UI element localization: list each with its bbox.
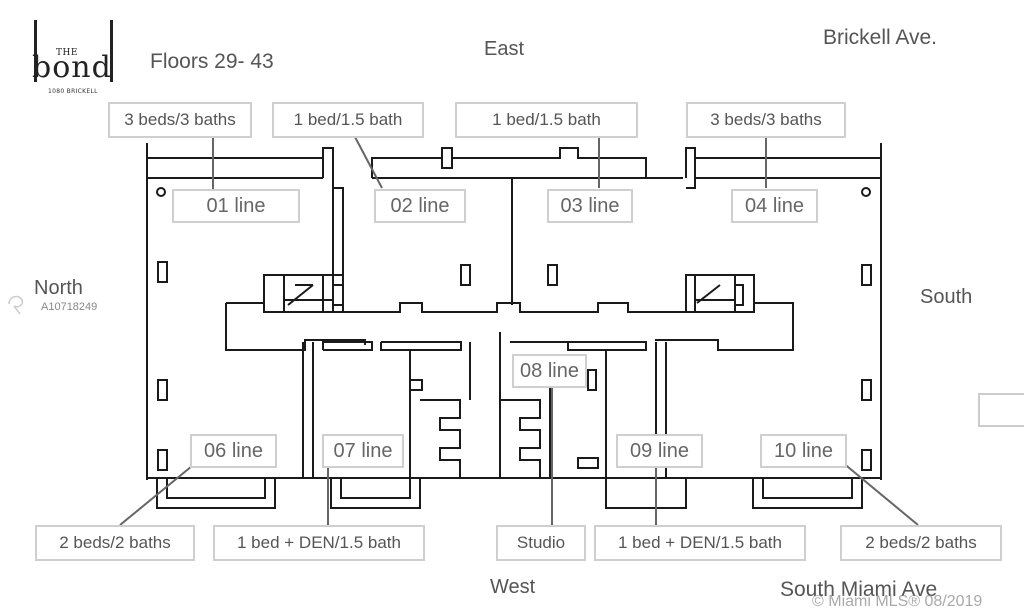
logo-address: 1080 BRICKELL	[48, 88, 98, 95]
logo-bar-left	[34, 20, 37, 82]
direction-west: West	[490, 576, 536, 598]
unit-type-01: 3 beds/3 baths	[108, 102, 252, 138]
unit-type-09: 1 bed + DEN/1.5 bath	[594, 525, 806, 561]
unit-line-09: 09 line	[616, 434, 703, 468]
unit-line-10: 10 line	[760, 434, 847, 468]
unit-type-04: 3 beds/3 baths	[686, 102, 846, 138]
leader-lines	[119, 136, 919, 526]
unit-line-02: 02 line	[374, 189, 466, 223]
logo-name: bond	[32, 50, 112, 85]
direction-north: North	[34, 277, 83, 299]
logo-bar-right	[110, 20, 113, 82]
mls-logo-icon	[8, 295, 24, 315]
unit-line-04: 04 line	[731, 189, 818, 223]
unit-type-02: 1 bed/1.5 bath	[272, 102, 424, 138]
unit-type-10: 2 beds/2 baths	[840, 525, 1002, 561]
unit-type-03: 1 bed/1.5 bath	[455, 102, 638, 138]
unit-line-07: 07 line	[322, 434, 404, 468]
floors-title: Floors 29- 43	[150, 50, 274, 73]
logo-the: THE	[56, 48, 78, 58]
direction-east: East	[484, 38, 525, 60]
partial-box	[978, 393, 1024, 427]
unit-line-08: 08 line	[512, 354, 587, 388]
unit-type-06: 2 beds/2 baths	[35, 525, 195, 561]
unit-line-06: 06 line	[190, 434, 277, 468]
direction-south: South	[920, 286, 973, 308]
street-brickell: Brickell Ave.	[823, 26, 937, 49]
mls-copyright: © Miami MLS® 08/2019	[812, 593, 983, 610]
unit-type-07: 1 bed + DEN/1.5 bath	[213, 525, 425, 561]
street-south-miami: South Miami Ave	[780, 578, 938, 601]
unit-line-01: 01 line	[172, 189, 300, 223]
unit-type-08: Studio	[496, 525, 586, 561]
listing-id: A10718249	[41, 301, 98, 313]
plan-walls	[146, 143, 882, 509]
unit-line-03: 03 line	[547, 189, 633, 223]
